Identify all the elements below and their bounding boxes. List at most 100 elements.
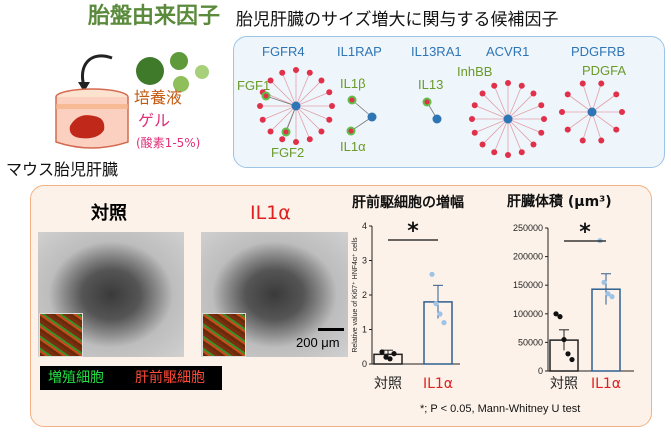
receptor-node (432, 114, 442, 124)
network-node (564, 126, 571, 133)
network-node (306, 69, 313, 76)
y-tick-label: 150000 (513, 280, 543, 290)
label-il1rap: IL1RAP (337, 44, 382, 59)
network-node (538, 102, 545, 109)
network-node (318, 77, 325, 84)
label-fgf2: FGF2 (271, 145, 305, 160)
network-node (518, 149, 525, 156)
data-point (565, 351, 571, 357)
ligand-node-core (263, 93, 269, 99)
liver-tissue (69, 115, 105, 139)
network-node (491, 82, 498, 89)
il1a-fluorescence-inset (202, 313, 246, 357)
y-tick-label: 50000 (518, 337, 543, 347)
network-node (613, 126, 620, 133)
data-point (383, 354, 389, 360)
category-label: 対照 (374, 376, 402, 392)
network-node (469, 116, 475, 122)
control-image-label: 対照 (91, 203, 127, 224)
network-node (293, 67, 299, 73)
network-node (579, 137, 586, 144)
data-point (561, 336, 567, 343)
y-axis-label: Relative value of Ki67⁺ HNF4α⁺ cells (352, 237, 359, 353)
il1a-image-label: IL1α (250, 202, 291, 224)
legend-progenitor: 肝前駆細胞 (135, 370, 205, 386)
network-node (306, 136, 313, 143)
network-node (538, 129, 545, 136)
network-node (564, 91, 571, 98)
footnote: *; P < 0.05, Mann-Whitney U test (420, 403, 581, 415)
receptor-node (367, 112, 377, 122)
data-point (557, 314, 563, 320)
il1-network (346, 95, 377, 136)
ligand-node-core (424, 99, 430, 105)
candidate-factors-title: 胎児肝臓のサイズ増大に関与する候補因子 (236, 10, 559, 30)
label-inhbb: InhBB (457, 64, 493, 79)
y-tick-label: 2 (362, 290, 367, 300)
pdgf-network (559, 80, 625, 144)
significance-star: * (579, 220, 591, 245)
network-node (326, 116, 333, 123)
y-tick-label: 250000 (513, 223, 543, 233)
factor-ball-small (173, 76, 189, 92)
y-tick-label: 100000 (513, 309, 543, 319)
label-acvr1: ACVR1 (486, 44, 530, 59)
network-node (530, 141, 537, 148)
chart1-title: 肝前駆細胞の増幅 (352, 195, 464, 211)
network-node (267, 128, 274, 135)
fetal-liver-caption: マウス胎児肝臓 (6, 160, 119, 179)
network-node (579, 80, 586, 87)
data-point (433, 301, 439, 307)
network-graphs (257, 67, 625, 158)
category-label: IL1α (591, 376, 621, 392)
label-il13ra1: IL13RA1 (411, 44, 462, 59)
network-node (329, 103, 335, 109)
y-tick-label: 3 (362, 256, 367, 266)
culture-illustration (55, 52, 209, 149)
network-node (505, 152, 511, 158)
curved-arrow-icon (81, 54, 113, 87)
control-fluorescence-inset (39, 313, 83, 357)
ligand-node-core (349, 97, 355, 103)
data-point (437, 311, 443, 317)
category-label: 対照 (550, 376, 578, 392)
receptor-node (587, 107, 597, 117)
data-point (605, 291, 611, 297)
network-node (471, 129, 478, 136)
factor-ball-large (136, 57, 164, 85)
network-node (491, 149, 498, 156)
label-pdgfa: PDGFA (582, 63, 627, 78)
network-node (326, 89, 333, 96)
factor-ball-medium (170, 52, 188, 70)
gel-label: ゲル (138, 111, 171, 130)
label-il13: IL13 (418, 77, 444, 92)
y-tick-label: 0 (538, 366, 543, 376)
ligand-node-core (348, 128, 354, 134)
network-node (541, 116, 547, 122)
data-point (429, 271, 435, 277)
network-node (279, 69, 286, 76)
label-fgfr4: FGFR4 (262, 44, 305, 59)
network-node (293, 139, 299, 145)
il13-network (422, 97, 442, 124)
y-tick-label: 1 (362, 325, 367, 335)
network-node (318, 128, 325, 135)
label-fgf1: FGF1 (237, 78, 271, 93)
network-node (559, 109, 565, 115)
scale-bar (318, 328, 344, 331)
data-point (553, 311, 559, 317)
activin-network (469, 80, 547, 158)
legend-bar (40, 366, 222, 390)
legend-proliferating: 増殖細胞 (48, 370, 104, 386)
data-point (601, 279, 607, 285)
ligand-node-core (283, 129, 289, 135)
network-node (518, 82, 525, 89)
category-label: IL1α (423, 376, 453, 392)
network-node (259, 116, 266, 123)
network-node (479, 141, 486, 148)
data-point (391, 351, 397, 357)
oxygen-label: (酸素1-5%) (136, 136, 201, 150)
network-node (257, 103, 263, 109)
